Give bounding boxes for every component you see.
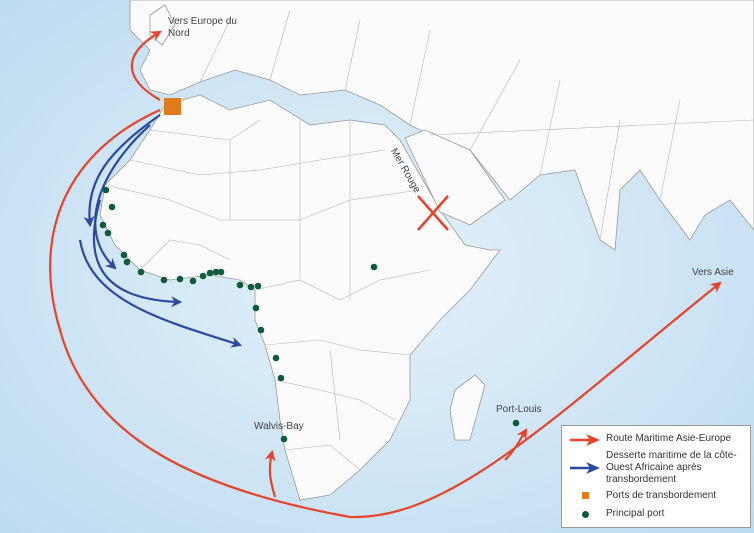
transshipment-port-tanger (164, 98, 181, 115)
principal-ports (99, 186, 520, 443)
arabia (404, 129, 506, 226)
route-asia-europe (49, 108, 722, 519)
route-west-africa-2 (94, 124, 151, 270)
legend-label-route: Route Maritime Asie-Europe (606, 433, 732, 444)
red-arrow-icon (570, 434, 600, 446)
route-europe-nord (130, 30, 162, 101)
land (99, 0, 754, 501)
blue-arrow-icon (570, 462, 600, 474)
route-west-africa-3 (92, 199, 183, 308)
country-borders (104, 9, 754, 471)
madagascar (449, 374, 486, 441)
legend: Route Maritime Asie-Europe Desserte mari… (561, 425, 751, 528)
legend-label-principal-port: Principal port (606, 508, 665, 519)
route-port-louis (504, 428, 528, 461)
orange-square-icon (582, 492, 589, 499)
cross-icon (417, 195, 449, 231)
legend-label-desserte: Desserte maritime de la côte-Ouest Afric… (606, 450, 737, 485)
route-west-africa-4 (78, 239, 243, 348)
route-west-africa-1 (83, 114, 161, 228)
green-dot-icon (582, 511, 589, 518)
legend-label-ports-transbordement: Ports de transbordement (606, 490, 717, 501)
label-walvis-bay: Walvis-Bay (254, 421, 304, 432)
route-walvis (264, 449, 277, 498)
label-port-louis: Port-Louis (496, 404, 542, 415)
africa (99, 94, 501, 501)
label-vers-asie: Vers Asie (692, 267, 734, 278)
label-vers-europe: Vers Europe du Nord (168, 16, 237, 39)
routes (49, 30, 722, 519)
